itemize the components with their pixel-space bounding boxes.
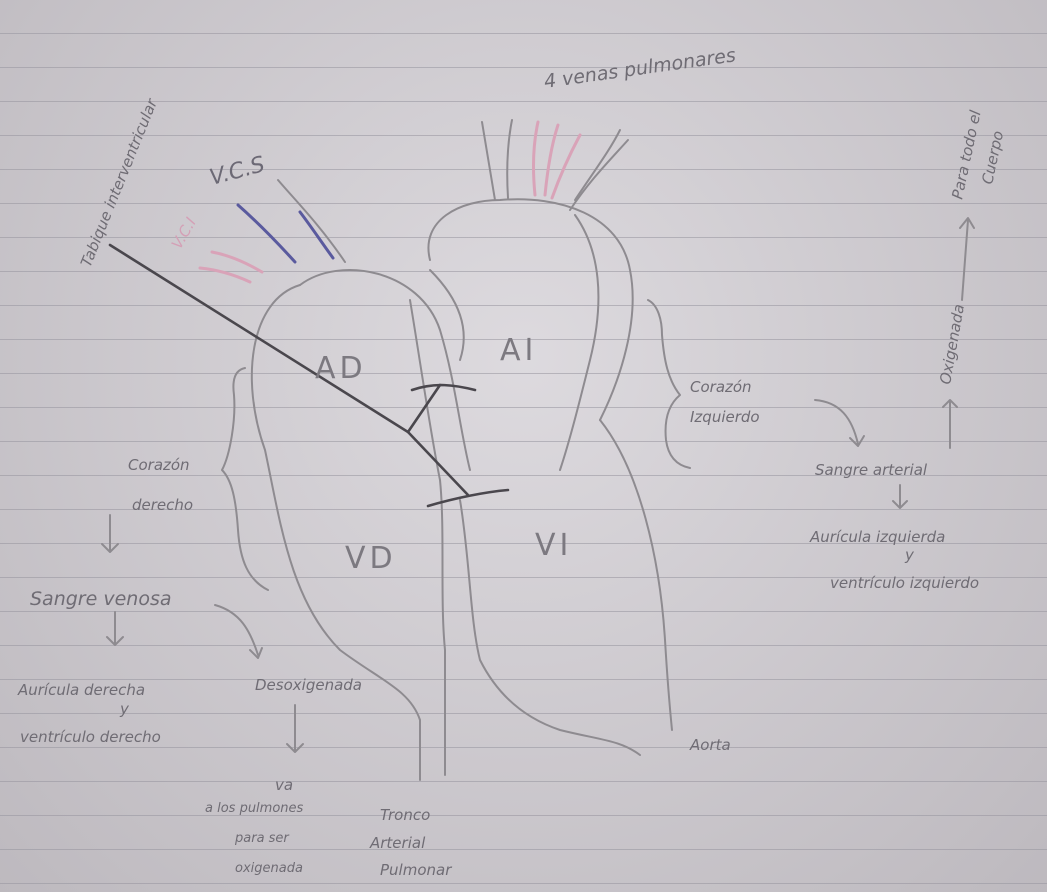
label-vi: VI bbox=[535, 528, 572, 563]
label-va: va bbox=[275, 776, 293, 794]
label-a-los-pulmones: a los pulmones bbox=[205, 801, 304, 816]
label-para-todo-el: Para todo el bbox=[948, 108, 985, 201]
label-ventriculo-izquierdo: ventrículo izquierdo bbox=[830, 574, 979, 592]
label-auricula-izquierda: Aurícula izquierda bbox=[809, 528, 945, 546]
label-corazon-izquierdo-2: Izquierdo bbox=[690, 408, 760, 426]
label-sangre-venosa: Sangre venosa bbox=[30, 588, 172, 610]
label-tronco: Tronco bbox=[380, 806, 430, 824]
label-pulmonar: Pulmonar bbox=[380, 861, 452, 879]
label-corazon-derecho-1: Corazón bbox=[128, 456, 190, 474]
label-auricula-derecha-y: y bbox=[119, 700, 130, 718]
pulmonary-veins bbox=[482, 120, 628, 210]
label-ad: AD bbox=[315, 351, 367, 386]
label-desoxigenada: Desoxigenada bbox=[255, 676, 362, 694]
braces bbox=[222, 300, 690, 590]
label-vd: VD bbox=[345, 541, 397, 576]
label-ventriculo-derecho: ventrículo derecho bbox=[20, 728, 161, 746]
flow-arrows bbox=[102, 218, 974, 752]
label-oxigenada: Oxigenada bbox=[936, 303, 968, 386]
label-auricula-izquierda-y: y bbox=[904, 546, 915, 564]
label-tabique-interventricular: Tabique interventricular bbox=[77, 96, 161, 270]
label-oxigenada-pulmones: oxigenada bbox=[235, 861, 303, 876]
label-corazon-izquierdo-1: Corazón bbox=[690, 378, 752, 396]
label-4-venas-pulmonares: 4 venas pulmonares bbox=[543, 44, 738, 93]
label-vci: V.C.I bbox=[168, 214, 200, 252]
label-vcs: V.C.S bbox=[207, 152, 267, 191]
label-arterial: Arterial bbox=[369, 834, 426, 852]
label-auricula-derecha: Aurícula derecha bbox=[17, 681, 145, 699]
label-cuerpo: Cuerpo bbox=[978, 129, 1007, 186]
label-ai: AI bbox=[500, 333, 537, 368]
label-corazon-derecho-2: derecho bbox=[132, 496, 193, 514]
label-sangre-arterial: Sangre arterial bbox=[815, 461, 928, 479]
venae-cavae bbox=[200, 180, 345, 282]
label-para-ser: para ser bbox=[234, 831, 290, 846]
label-aorta: Aorta bbox=[689, 736, 731, 754]
